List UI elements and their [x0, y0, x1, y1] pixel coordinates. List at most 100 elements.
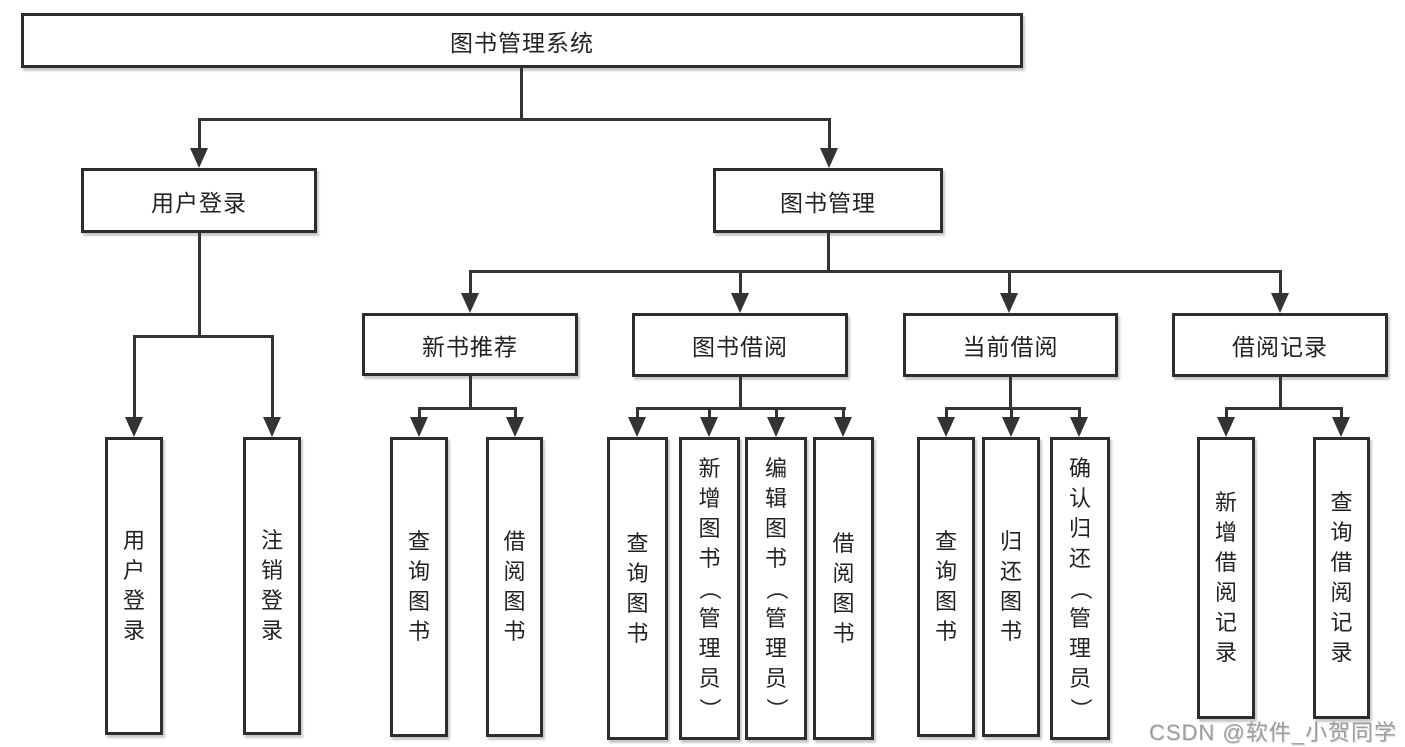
leaf-label: 借阅图书: [503, 527, 525, 647]
vertical-char: 员: [698, 665, 721, 691]
vertical-char: 归: [999, 529, 1022, 554]
connector-line: [197, 233, 201, 338]
connector-line: [418, 407, 517, 410]
vertical-char: 询: [1330, 520, 1353, 545]
vertical-char: 确: [1068, 455, 1091, 481]
vertical-char: 录: [1330, 640, 1353, 665]
leaf-label: 注销登录: [261, 526, 283, 646]
connector-line: [469, 270, 1282, 273]
node-new-book-recommend: 新书推荐: [362, 313, 578, 376]
vertical-char: 理: [698, 635, 721, 661]
vertical-char: 增: [698, 485, 721, 511]
vertical-char: 编: [764, 455, 787, 481]
vertical-char: 借: [503, 529, 526, 554]
leaf-label: 查询图书: [626, 529, 648, 649]
connector-line: [417, 407, 421, 419]
leaf-label: 确认归还（管理员）: [1068, 454, 1093, 724]
connector-line: [468, 270, 472, 295]
vertical-char: 理: [1068, 635, 1091, 661]
leaf-label: 归还图书: [1000, 527, 1022, 647]
arrowhead-down-icon: [263, 417, 281, 437]
vertical-char: 辑: [764, 485, 787, 511]
node-label: 图书管理: [780, 189, 876, 216]
arrowhead-down-icon: [834, 417, 852, 437]
vertical-char: 管: [764, 605, 787, 631]
connector-line: [774, 407, 778, 419]
arrowhead-down-icon: [410, 417, 428, 437]
connector-line: [1224, 407, 1228, 419]
leaf-edit-book-admin: 编辑图书（管理员）: [745, 437, 807, 740]
connector-line: [1278, 377, 1282, 410]
vertical-char: 阅: [832, 560, 855, 586]
leaf-borrow-books-recommend: 借阅图书: [486, 437, 543, 737]
vertical-char: 书: [503, 619, 526, 644]
vertical-char: 查: [934, 529, 957, 554]
vertical-char: ）: [697, 697, 723, 720]
arrowhead-down-icon: [731, 293, 749, 313]
vertical-char: 图: [999, 589, 1022, 614]
vertical-char: 图: [503, 589, 526, 614]
vertical-char: 登: [260, 588, 283, 613]
vertical-char: 销: [260, 558, 283, 583]
vertical-char: 新: [698, 455, 721, 481]
vertical-char: 户: [122, 558, 145, 583]
connector-line: [1077, 407, 1081, 419]
connector-line: [198, 118, 830, 121]
node-book-management: 图书管理: [713, 168, 943, 233]
vertical-char: 阅: [1330, 580, 1353, 605]
vertical-char: 用: [122, 528, 145, 553]
leaf-query-books-current: 查询图书: [917, 437, 975, 737]
connector-line: [270, 335, 274, 419]
vertical-char: 借: [1214, 550, 1237, 575]
node-label: 图书借阅: [692, 334, 788, 360]
vertical-char: （: [1067, 577, 1093, 600]
connector-line: [635, 407, 639, 419]
connector-line: [826, 232, 830, 273]
connector-line: [513, 407, 517, 419]
vertical-char: ）: [1067, 697, 1093, 720]
connector-line: [1225, 407, 1343, 410]
node-user-login-branch: 用户登录: [81, 168, 317, 233]
leaf-label: 借阅图书: [832, 529, 854, 649]
vertical-char: 录: [260, 618, 283, 643]
arrowhead-down-icon: [700, 417, 718, 437]
leaf-label: 编辑图书（管理员）: [764, 454, 789, 724]
leaf-label: 查询借阅记录: [1330, 488, 1352, 668]
connector-line: [1007, 270, 1011, 295]
vertical-char: 管: [698, 605, 721, 631]
vertical-char: 书: [626, 620, 649, 646]
vertical-char: 书: [832, 620, 855, 646]
leaf-label: 用户登录: [123, 526, 145, 646]
connector-line: [841, 407, 845, 419]
vertical-char: 认: [1068, 485, 1091, 511]
connector-line: [1339, 407, 1343, 419]
vertical-char: （: [763, 577, 789, 600]
vertical-char: 询: [934, 559, 957, 584]
vertical-char: 员: [764, 665, 787, 691]
connector-line: [197, 118, 201, 150]
vertical-char: 借: [1330, 550, 1353, 575]
connector-line: [738, 377, 742, 410]
vertical-char: 新: [1214, 490, 1237, 515]
connector-line: [707, 407, 711, 419]
vertical-char: 员: [1068, 665, 1091, 691]
arrowhead-down-icon: [125, 417, 143, 437]
arrowhead-down-icon: [506, 417, 524, 437]
arrowhead-down-icon: [1070, 417, 1088, 437]
leaf-add-book-admin: 新增图书（管理员）: [679, 437, 740, 740]
arrowhead-down-icon: [190, 148, 208, 168]
vertical-char: 录: [1214, 640, 1237, 665]
node-label: 图书管理系统: [450, 29, 594, 56]
vertical-char: 查: [1330, 490, 1353, 515]
arrowhead-down-icon: [1000, 293, 1018, 313]
connector-line: [738, 270, 742, 295]
node-borrow-records: 借阅记录: [1172, 313, 1388, 377]
leaf-label: 新增图书（管理员）: [697, 454, 722, 724]
vertical-char: 询: [407, 559, 430, 584]
leaf-query-books-borrowing: 查询图书: [607, 437, 668, 740]
leaf-query-borrow-record: 查询借阅记录: [1313, 437, 1370, 719]
vertical-char: 书: [698, 545, 721, 571]
vertical-char: （: [697, 577, 723, 600]
connector-line: [1008, 377, 1012, 410]
